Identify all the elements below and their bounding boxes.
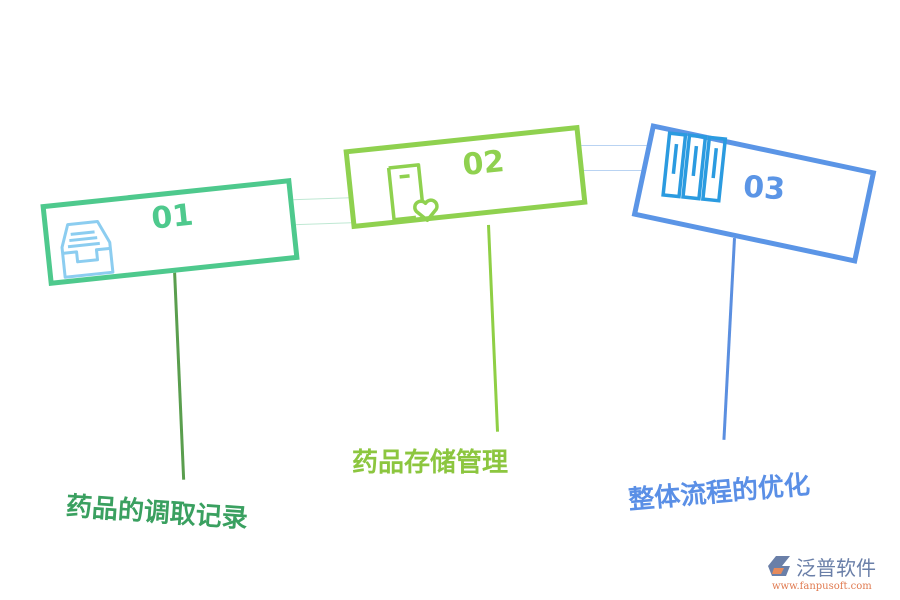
step-1-card: 01 — [40, 178, 300, 286]
step-3-number: 03 — [742, 169, 787, 208]
logo-mark-icon — [768, 556, 790, 576]
step-3-line — [722, 238, 736, 440]
logo: 泛普软件 www.fanpusoft.com — [768, 552, 898, 597]
step-3-card: 03 — [631, 123, 877, 264]
phone-heart-icon — [386, 163, 439, 222]
step-1-label: 药品的调取记录 — [65, 491, 249, 535]
step-1-line — [173, 269, 186, 480]
step-2-number: 02 — [460, 143, 507, 184]
step-2-label: 药品存储管理 — [352, 448, 509, 478]
step-2-card: 02 — [343, 124, 588, 230]
binders-icon — [661, 131, 728, 203]
inbox-tray-icon — [60, 220, 115, 279]
step-3-label: 整体流程的优化 — [627, 470, 812, 516]
step-1-number: 01 — [149, 197, 195, 237]
logo-name: 泛普软件 — [796, 556, 876, 580]
step-2-line — [487, 224, 500, 432]
logo-url: www.fanpusoft.com — [772, 581, 872, 592]
